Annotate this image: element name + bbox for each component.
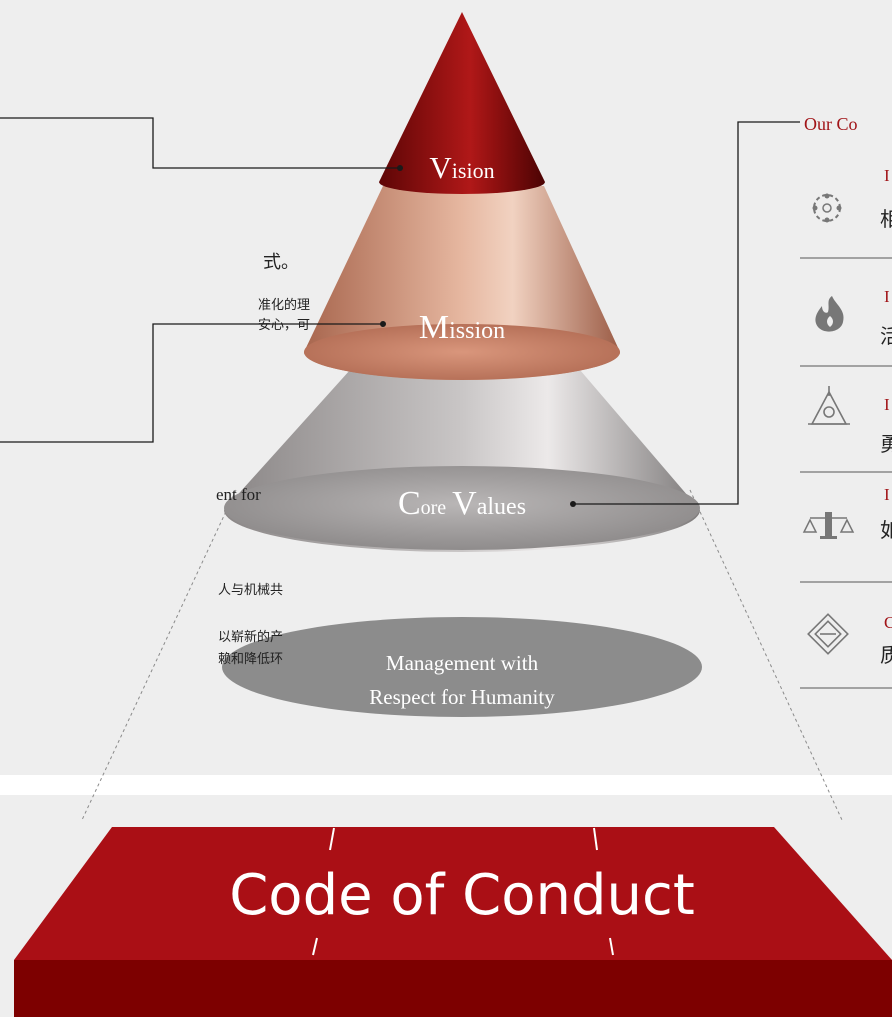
left-dashed-guide [81,489,237,821]
code-of-conduct-title: Code of Conduct [229,863,695,928]
base-tick [609,937,614,956]
handshake-icon [807,613,849,655]
right-item-text: 质 [880,643,892,667]
right-item-title: I [884,287,890,306]
foundation-line2: Respect for Humanity [369,685,555,709]
mission-heading-fragment: 式。 [263,252,299,273]
right-item-title: C [884,613,892,632]
core-values-connector-dot [570,501,576,507]
core-values-ellipse [224,466,700,550]
mission-text-fragment: 安心，可 [258,318,310,333]
mission-text-fragment: 准化的理 [258,297,310,313]
right-item-title: I [884,166,890,185]
flame-icon [815,296,844,332]
vision-label: Vision [429,150,494,185]
mission-label: Mission [419,309,505,346]
mission-connector [0,323,383,443]
code-of-conduct-front [14,960,892,1017]
core-values-text-fragment: 人与机械共 [218,583,283,598]
right-panel-header: Our Co [804,114,858,134]
mission-connector-dot [380,321,386,327]
core-values-connector [573,121,800,505]
vision-connector-dot [397,165,403,171]
code-of-conduct-top [14,827,892,960]
right-item-text: 相 [880,207,892,231]
right-item-text: 活 [880,324,892,348]
right-item-title: I [884,485,890,504]
core-values-text-fragment: 以崭新的产 [218,629,283,645]
right-item-text: 如 [880,518,892,542]
base-tick [593,827,598,851]
vision-tier [379,12,545,194]
mission-ellipse [304,324,620,380]
foundation-line1: Management with [386,651,539,675]
separator-band [0,775,892,795]
right-dashed-guide [689,489,843,821]
right-item-title: I [884,395,890,414]
scales-icon [802,512,855,539]
right-item-text: 勇 [880,432,892,456]
tent-compass-icon [808,386,850,425]
network-people-icon [812,193,842,223]
foundation-ellipse [222,617,702,717]
core-values-text-fragment: 赖和降低环 [218,652,283,667]
base-tick [329,827,335,851]
vision-connector [0,117,400,169]
core-values-label: Core Values [398,485,526,522]
base-tick [312,937,318,956]
core-values-text-fragment: ent for [216,485,261,504]
